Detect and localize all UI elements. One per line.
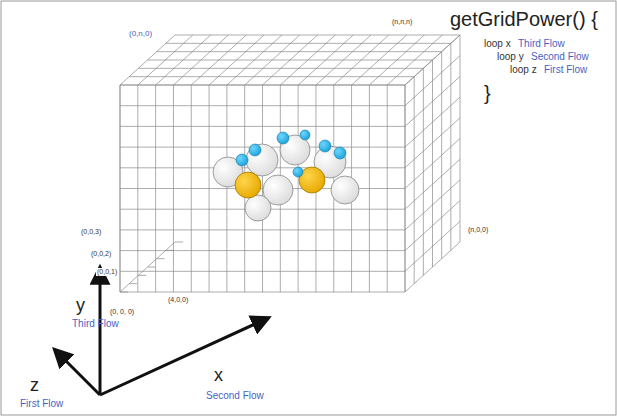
grid-line	[120, 105, 405, 106]
code-brace: }	[484, 82, 491, 104]
code-loop: loop z	[510, 64, 537, 75]
coordinate-label: (n,n,n)	[392, 18, 412, 26]
coordinate-label: (4,0,0)	[168, 296, 188, 304]
grid-line	[120, 85, 405, 86]
coordinate-label: (0,0,3)	[80, 228, 102, 236]
grid-line	[157, 258, 165, 259]
grid-line	[441, 52, 442, 259]
axis-flow: Second Flow	[206, 390, 264, 401]
grid-line	[120, 126, 405, 127]
axes	[55, 268, 268, 395]
molecule	[213, 130, 359, 221]
coordinate-label: (0,0,1)	[96, 268, 118, 276]
flow-note: First Flow	[544, 64, 587, 75]
axis-flow: First Flow	[20, 398, 63, 409]
grid-line	[166, 43, 451, 44]
grid-line	[405, 85, 406, 292]
axis-name: z	[30, 376, 39, 396]
grid-line	[120, 85, 405, 86]
coordinate-label: (n,0,0)	[468, 226, 488, 234]
grid-line	[175, 242, 183, 243]
grid-line	[414, 77, 415, 284]
grid-line	[157, 51, 442, 52]
grid-lines	[120, 35, 460, 292]
grid-line	[120, 271, 405, 272]
flow-note: Second Flow	[531, 51, 589, 62]
grid-line	[405, 85, 406, 292]
grid-line	[148, 267, 156, 268]
grid-line	[120, 250, 405, 251]
grid-line	[175, 35, 460, 36]
flow-note: Third Flow	[518, 38, 565, 49]
grid-line	[120, 85, 121, 292]
grid-line	[120, 292, 405, 293]
grid-line	[166, 250, 174, 251]
grid-line	[450, 43, 451, 250]
grid-line	[120, 292, 128, 293]
coordinate-label: (0, 0, 0)	[110, 308, 134, 316]
grid-line	[129, 76, 414, 77]
grid-line	[120, 229, 405, 230]
grid-line	[148, 60, 433, 61]
axis-flow: Third Flow	[72, 318, 119, 329]
axis-name: y	[76, 296, 85, 316]
grid-line	[120, 85, 121, 292]
code-loop: loop x	[484, 38, 511, 49]
grid-line	[120, 242, 175, 292]
grid-line	[120, 188, 405, 189]
grid-line	[460, 35, 461, 242]
axis-name: x	[214, 366, 223, 386]
grid-line	[138, 275, 146, 276]
coordinate-label: (0,n,0)	[128, 30, 153, 39]
grid-line	[423, 68, 424, 275]
grid-line	[432, 60, 433, 267]
coordinate-label: (0,0,2)	[90, 250, 112, 258]
grid-line	[138, 68, 423, 69]
grid-line	[129, 283, 137, 284]
code-loop: loop y	[497, 51, 524, 62]
code-header: getGridPower() {	[450, 8, 598, 30]
